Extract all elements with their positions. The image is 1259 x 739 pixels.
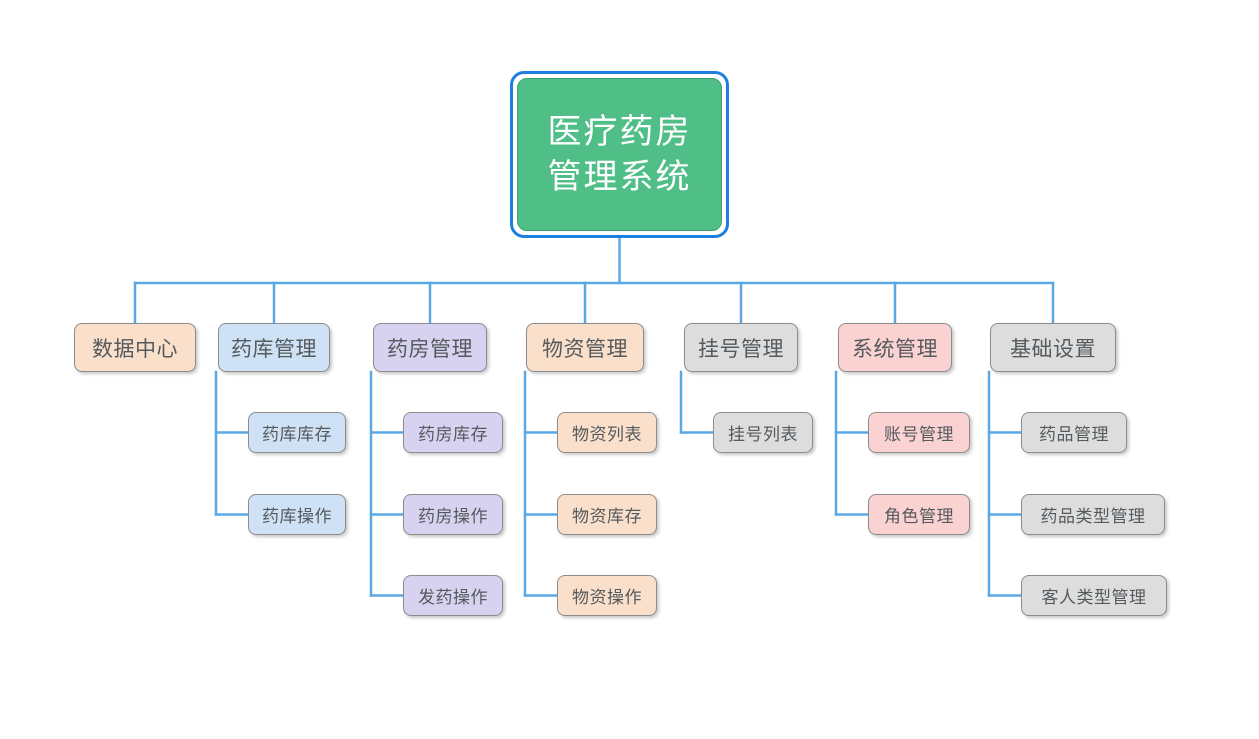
child-node-3-3-label: 发药操作 — [418, 588, 488, 607]
child-node-3-2[interactable]: 药房操作 — [403, 494, 503, 535]
branch-node-4-label: 物资管理 — [542, 337, 628, 361]
child-node-7-1-label: 药品管理 — [1039, 425, 1109, 444]
branch-node-5-label: 挂号管理 — [698, 337, 784, 361]
child-node-7-2-label: 药品类型管理 — [1040, 507, 1146, 526]
child-node-2-1[interactable]: 药库库存 — [248, 412, 346, 453]
child-node-4-1[interactable]: 物资列表 — [557, 412, 657, 453]
root-node[interactable]: 医疗药房 管理系统 — [517, 78, 722, 231]
branch-node-1-label: 数据中心 — [92, 337, 178, 361]
child-node-5-1[interactable]: 挂号列表 — [713, 412, 813, 453]
child-node-7-3[interactable]: 客人类型管理 — [1021, 575, 1167, 616]
branch-node-7[interactable]: 基础设置 — [990, 323, 1116, 372]
branch-node-2[interactable]: 药库管理 — [218, 323, 330, 372]
child-node-4-3[interactable]: 物资操作 — [557, 575, 657, 616]
child-node-3-1[interactable]: 药房库存 — [403, 412, 503, 453]
child-node-4-2-label: 物资库存 — [572, 507, 642, 526]
root-node-selection-frame[interactable]: 医疗药房 管理系统 — [510, 71, 729, 238]
branch-node-6-label: 系统管理 — [852, 337, 938, 361]
child-node-6-1[interactable]: 账号管理 — [868, 412, 970, 453]
branch-node-2-label: 药库管理 — [231, 337, 317, 361]
child-node-4-2[interactable]: 物资库存 — [557, 494, 657, 535]
child-node-7-1[interactable]: 药品管理 — [1021, 412, 1127, 453]
branch-node-6[interactable]: 系统管理 — [838, 323, 952, 372]
child-node-4-3-label: 物资操作 — [572, 588, 642, 607]
child-node-4-1-label: 物资列表 — [572, 425, 642, 444]
branch-node-3[interactable]: 药房管理 — [373, 323, 487, 372]
root-node-label: 医疗药房 管理系统 — [547, 113, 692, 196]
child-node-3-3[interactable]: 发药操作 — [403, 575, 503, 616]
child-node-2-2[interactable]: 药库操作 — [248, 494, 346, 535]
child-node-5-1-label: 挂号列表 — [728, 425, 798, 444]
child-node-6-1-label: 账号管理 — [884, 425, 954, 444]
child-node-3-1-label: 药房库存 — [418, 425, 488, 444]
branch-node-5[interactable]: 挂号管理 — [684, 323, 798, 372]
child-node-7-3-label: 客人类型管理 — [1041, 588, 1147, 607]
branch-node-7-label: 基础设置 — [1010, 337, 1096, 361]
child-node-2-1-label: 药库库存 — [262, 425, 332, 444]
child-node-6-2[interactable]: 角色管理 — [868, 494, 970, 535]
child-node-7-2[interactable]: 药品类型管理 — [1021, 494, 1165, 535]
child-node-6-2-label: 角色管理 — [884, 507, 954, 526]
branch-node-3-label: 药房管理 — [387, 337, 473, 361]
child-node-3-2-label: 药房操作 — [418, 507, 488, 526]
branch-node-4[interactable]: 物资管理 — [526, 323, 644, 372]
branch-node-1[interactable]: 数据中心 — [74, 323, 196, 372]
child-node-2-2-label: 药库操作 — [262, 507, 332, 526]
